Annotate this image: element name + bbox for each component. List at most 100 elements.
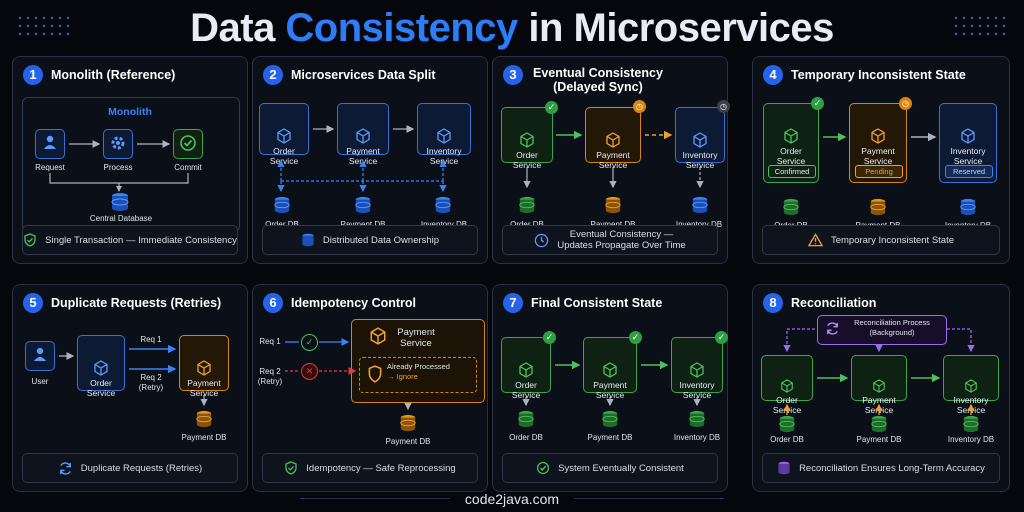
payment-service-box: Payment Service [585,107,641,170]
inventory-db-label: Inventory DB [673,433,721,442]
req1-label: Req 1 [259,337,281,346]
database-icon [602,410,618,428]
database-icon [400,414,416,432]
order-db-label: Order DB [509,433,543,442]
clock-icon [535,233,549,247]
req2-label: Req 2(Retry) [138,373,164,392]
request-label: Request [35,163,65,172]
database-icon [779,415,795,433]
cube-icon [693,132,707,148]
payment-db-label: Payment DB [333,220,393,229]
payment-db-label: Payment DB [583,220,643,229]
payment-db-label: Payment DB [856,435,902,444]
idempotency-arrows [285,338,412,411]
database-icon [783,198,799,216]
panel-title: Reconciliation [791,296,877,310]
x-icon: ✕ [301,363,318,380]
cube-icon [520,132,534,148]
database-icon [870,198,886,216]
panel-title: Final Consistent State [531,296,663,310]
cube-icon [519,362,533,378]
footer-divider-left [300,498,450,499]
clock-badge-icon: ◷ [633,100,646,113]
payment-service-box: Payment Service [583,337,637,400]
panel-number: 8 [763,293,783,313]
commit-node [173,129,203,159]
shield-icon [368,365,382,383]
database-icon [355,196,371,214]
reconciliation-process-box [817,315,947,345]
panel-title: Microservices Data Split [291,68,436,82]
refresh-icon [59,461,71,475]
check-badge-icon: ✓ [811,97,824,110]
eventual-arrows [523,130,704,189]
status-badge-confirmed: Confirmed [768,165,816,178]
cube-icon [961,128,975,144]
panel-idempotency: 6 Idempotency Control Req 1 Req 2(Retry)… [252,284,488,492]
monolith-label: Monolith [108,106,152,118]
decorative-dots-right [952,14,1008,36]
retry-arrows [59,344,208,407]
refresh-icon [827,322,838,335]
panel-footer: Reconciliation Ensures Long-Term Accurac… [762,453,1000,483]
panel-number: 7 [503,293,523,313]
panel-footer: Duplicate Requests (Retries) [22,453,238,483]
panel-title: Idempotency Control [291,296,417,310]
req1-label: Req 1 [140,335,162,344]
check-badge-icon: ✓ [629,331,642,344]
cube-icon [606,132,620,148]
cube-icon [871,128,885,144]
commit-label: Commit [174,163,202,172]
order-service-box: Order Service [501,337,551,400]
already-processed-box [359,357,477,393]
panel-number: 5 [23,293,43,313]
panel-eventual-consistency: 3 Eventual Consistency(Delayed Sync) Ord… [492,56,730,264]
panel-number: 1 [23,65,43,85]
site-footer: code2java.com [464,491,560,507]
order-db-label: Order DB [253,220,311,229]
check-icon: ✓ [301,334,318,351]
split-arrows [277,125,447,193]
check-icon [180,135,196,151]
panel-title: Temporary Inconsistent State [791,68,966,82]
warning-icon [807,233,823,247]
cube-icon [781,379,793,393]
cube-icon [437,128,451,144]
page-title: Data Consistency in Microservices [190,6,834,50]
reconciliation-process-label: Reconciliation Process(Background) [854,318,930,337]
clock-badge-icon: ◷ [717,100,730,113]
cube-icon [370,327,386,345]
cube-icon [784,128,798,144]
database-icon [605,196,621,214]
status-badge-pending: Pending [855,165,903,178]
user-icon [44,135,56,149]
payment-db-label: Payment DB [587,433,633,442]
database-icon [111,193,129,211]
panel-monolith: 1 Monolith (Reference) Monolith Request … [12,56,248,264]
cube-icon [690,362,704,378]
final-arrows [522,360,701,407]
panel-temporary-inconsistent: 4 Temporary Inconsistent State Order Ser… [752,56,1010,264]
payment-service-label: Payment Service [397,327,435,349]
database-icon [692,196,708,214]
already-processed-label: Already Processed→ Ignore [387,362,450,381]
panel-number: 3 [503,65,523,85]
database-icon [689,410,705,428]
panel-final-consistent: 7 Final Consistent State Order Service ✓… [492,284,728,492]
cube-icon [277,128,291,144]
cube-icon [94,360,108,376]
order-service-box: Order Service [77,335,125,398]
panel-number: 4 [763,65,783,85]
inventory-db-label: Inventory DB [947,435,995,444]
database-icon [519,196,535,214]
req2-label: Req 2(Retry) [257,367,283,386]
process-node [103,129,133,159]
monolith-arrows [49,140,189,192]
database-icon [302,233,314,247]
panel-footer: Temporary Inconsistent State [762,225,1000,255]
decorative-dots-left [16,14,72,36]
inventory-db-label: Inventory DB [676,220,723,229]
cube-icon [197,360,211,376]
panel-title: Duplicate Requests (Retries) [51,296,222,310]
request-node [35,129,65,159]
